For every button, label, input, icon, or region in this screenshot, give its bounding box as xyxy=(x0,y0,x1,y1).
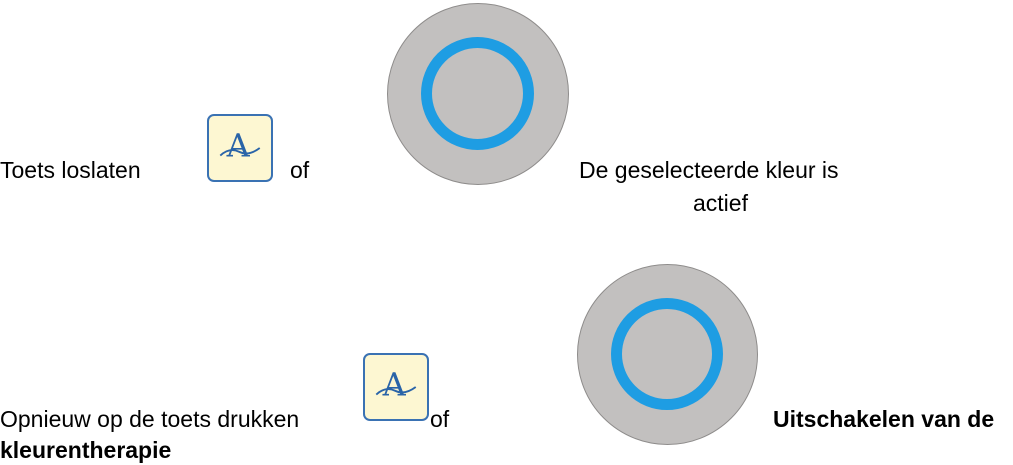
or-text: of xyxy=(290,157,310,183)
result-text-line1: Uitschakelen van de xyxy=(773,406,995,432)
control-dial-icon xyxy=(387,3,569,185)
blue-ring-indicator xyxy=(611,298,723,410)
svg-text:A: A xyxy=(226,126,251,164)
or-text: of xyxy=(430,406,450,432)
press-again-text: Opnieuw op de toets drukken xyxy=(0,406,300,432)
color-therapy-key-icon: A xyxy=(363,353,429,421)
result-text-line2: actief xyxy=(693,190,748,216)
svg-text:A: A xyxy=(382,365,407,403)
color-therapy-key-icon: A xyxy=(207,114,273,182)
result-text-line1: De geselecteerde kleur is xyxy=(579,157,839,183)
script-a-glyph: A xyxy=(219,126,261,164)
blue-ring-indicator xyxy=(421,37,534,150)
script-a-glyph: A xyxy=(375,365,417,403)
release-key-text: Toets loslaten xyxy=(0,157,141,183)
control-dial-icon xyxy=(577,264,758,445)
result-text-line2: kleurentherapie xyxy=(0,437,172,463)
